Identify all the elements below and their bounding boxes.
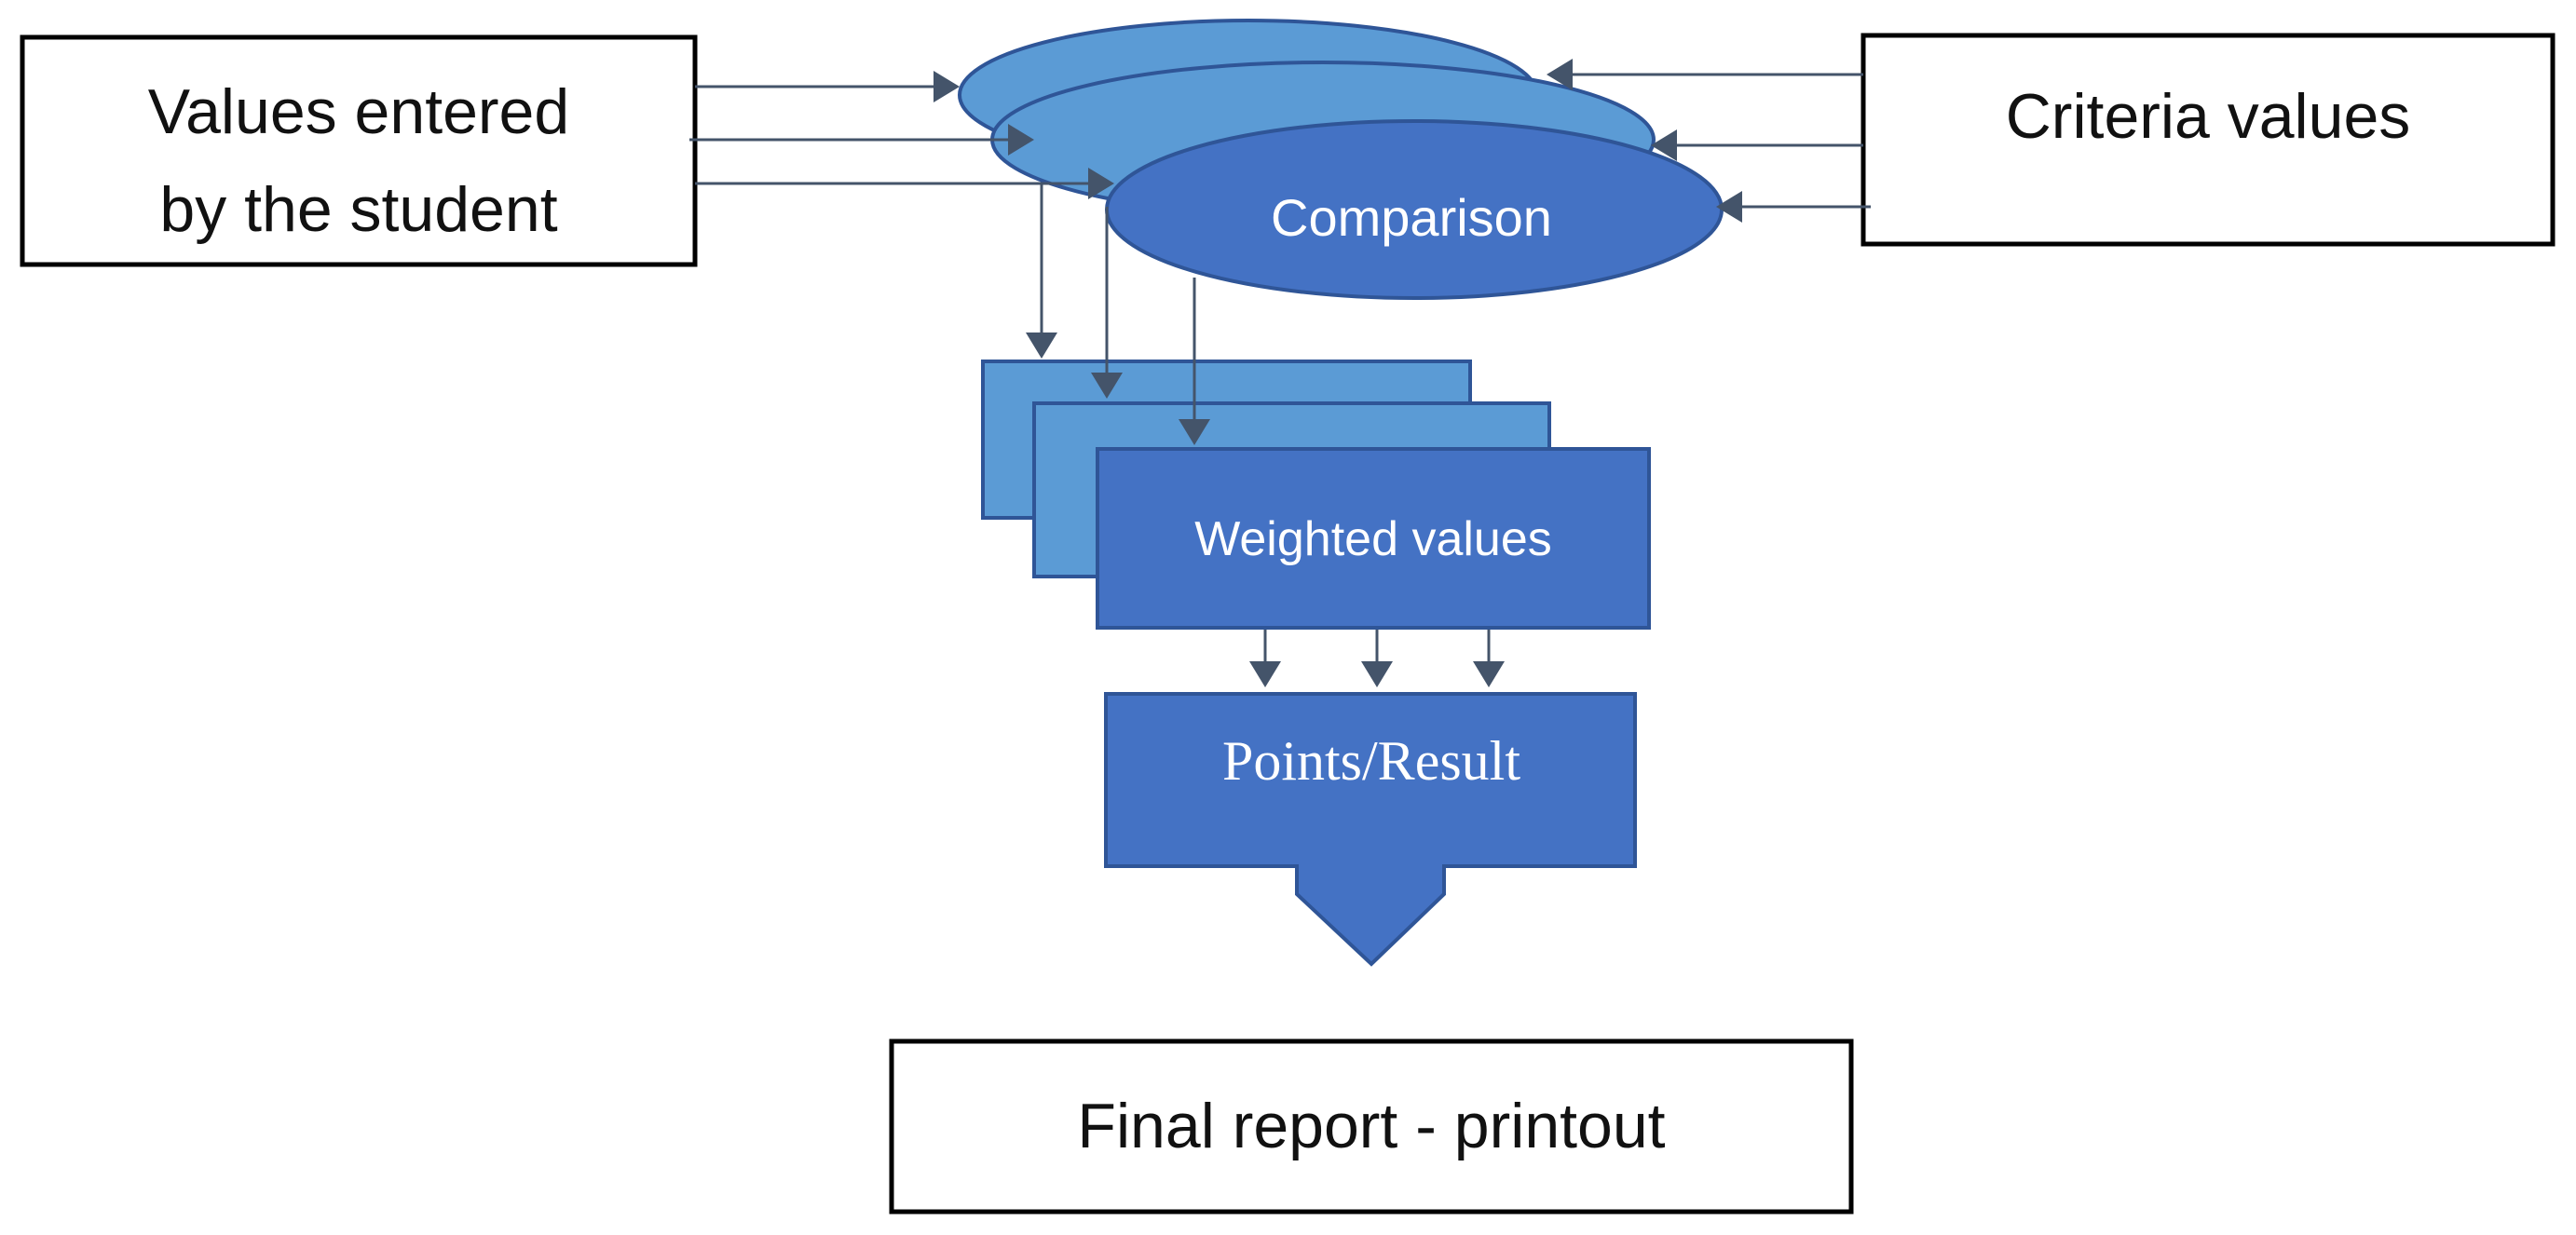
comparison-to-weighted-connectors [1026, 184, 1210, 445]
student-input-box [20, 34, 698, 267]
arrowhead [1179, 419, 1210, 445]
points-node: Points/Result [1104, 692, 1637, 967]
arrowhead [1473, 661, 1505, 687]
weighted-to-points-connectors [1249, 630, 1505, 687]
student-to-comparison-connectors [689, 71, 1114, 199]
points-callout-shape [1104, 692, 1637, 967]
arrowhead [1716, 191, 1742, 223]
criteria-label: Criteria values [2006, 81, 2411, 152]
final-report-node: Final report - printout [889, 1038, 1854, 1215]
comparison-label: Comparison [1271, 188, 1552, 247]
arrowhead [1091, 373, 1123, 399]
final-report-box [889, 1038, 1854, 1215]
student-input-label-line2: by the student [159, 174, 557, 245]
arrowhead [1547, 59, 1573, 90]
arrowhead [1026, 332, 1057, 359]
student-input-label-line1: Values entered [148, 76, 569, 147]
student-input-node: Values entered by the student [20, 34, 698, 267]
points-label: Points/Result [1222, 730, 1520, 792]
criteria-box [1860, 33, 2556, 247]
weighted-box-front [1096, 447, 1651, 630]
weighted-label: Weighted values [1194, 512, 1552, 566]
criteria-to-comparison-connectors [1547, 59, 1871, 223]
arrowhead [1008, 124, 1034, 156]
arrowhead [1088, 168, 1114, 199]
arrowhead [934, 71, 960, 102]
comparison-stack: Comparison [958, 19, 1724, 300]
final-report-label: Final report - printout [1077, 1091, 1665, 1161]
arrowhead [1361, 661, 1393, 687]
weighted-stack: Weighted values [981, 360, 1651, 630]
criteria-node: Criteria values [1860, 33, 2556, 247]
arrowhead [1249, 661, 1281, 687]
arrowhead [1651, 129, 1677, 161]
